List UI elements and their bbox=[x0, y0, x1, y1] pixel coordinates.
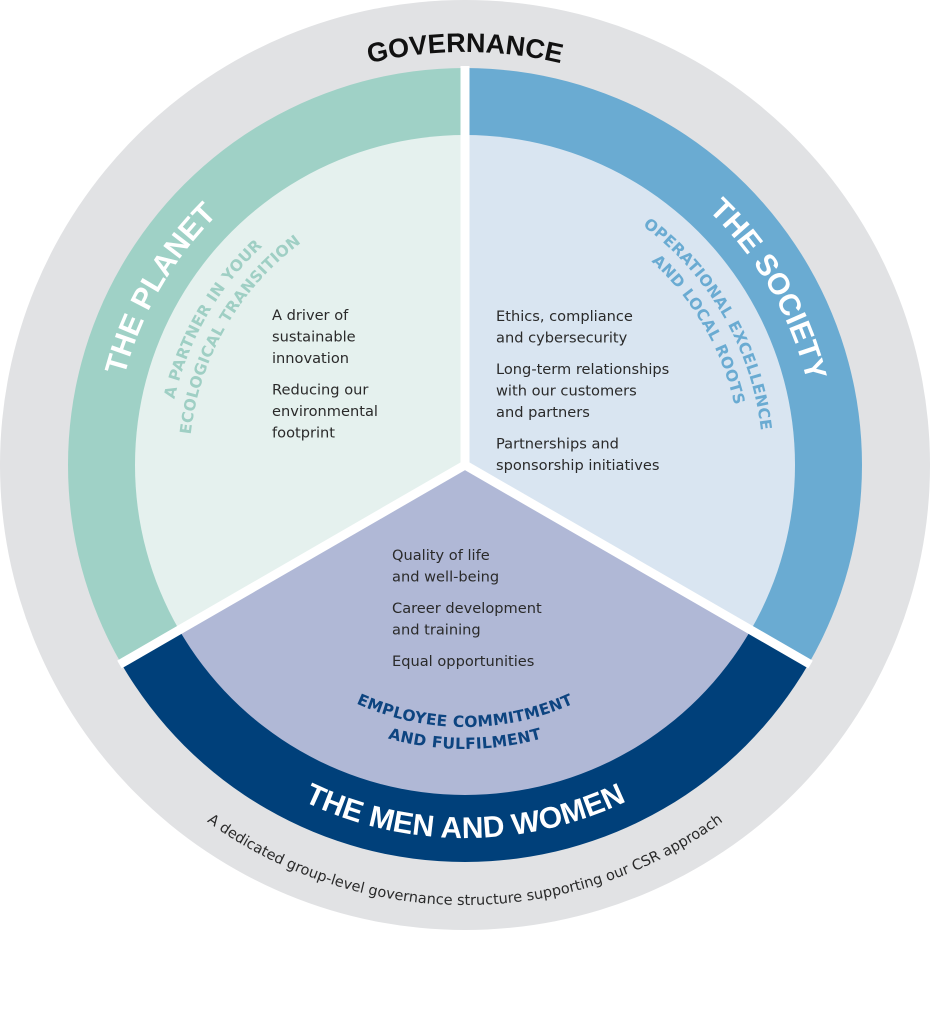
item-line: and training bbox=[392, 622, 481, 639]
society-item: Ethics, compliance and cybersecurity bbox=[496, 308, 633, 347]
item-line: Long-term relationships bbox=[496, 361, 669, 378]
item-line: with our customers bbox=[496, 383, 637, 400]
society-item: Long-term relationships with our customer… bbox=[496, 361, 669, 421]
item-line: and well-being bbox=[392, 569, 499, 586]
item-line: sustainable bbox=[272, 329, 356, 346]
item-line: Career development bbox=[392, 600, 542, 617]
sector-divider bbox=[117, 461, 468, 669]
society-item: Partnerships and sponsorship initiatives bbox=[496, 436, 659, 475]
planet-inner-segment bbox=[135, 135, 465, 630]
item-line: footprint bbox=[272, 425, 335, 442]
item-line: Partnerships and bbox=[496, 436, 619, 453]
item-line: and cybersecurity bbox=[496, 330, 628, 347]
planet-item: Reducing our environmental footprint bbox=[272, 382, 378, 442]
people-item: Quality of life and well-being bbox=[392, 547, 499, 586]
item-line: and partners bbox=[496, 404, 590, 421]
item-line: Quality of life bbox=[392, 547, 490, 564]
item-line: sponsorship initiatives bbox=[496, 457, 659, 474]
item-line: Ethics, compliance bbox=[496, 308, 633, 325]
item-line: environmental bbox=[272, 403, 378, 420]
planet-item: A driver of sustainable innovation bbox=[272, 307, 356, 367]
people-item: Equal opportunities bbox=[392, 653, 534, 670]
item-line: A driver of bbox=[272, 307, 349, 324]
society-inner-segment bbox=[465, 135, 796, 630]
item-line: Reducing our bbox=[272, 382, 368, 399]
item-line: innovation bbox=[272, 350, 349, 367]
item-line: Equal opportunities bbox=[392, 653, 534, 670]
people-item: Career development and training bbox=[392, 600, 542, 639]
sector-divider bbox=[462, 461, 813, 669]
